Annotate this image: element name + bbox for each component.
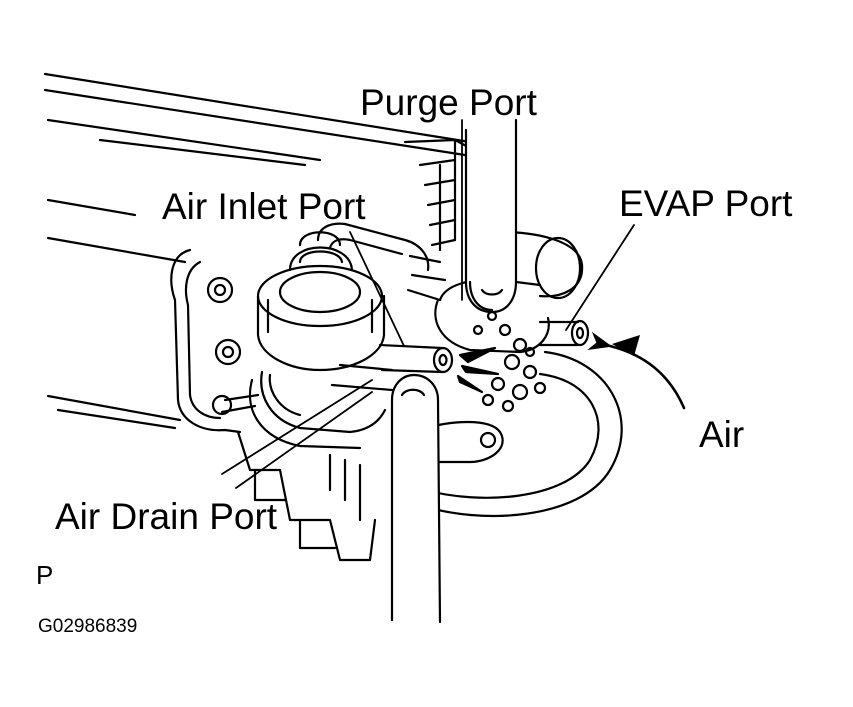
- label-air-inlet-port: Air Inlet Port: [162, 186, 366, 227]
- vsv-body-upper: [256, 231, 386, 372]
- figure-id: G02986839: [38, 616, 138, 637]
- upper-hose: [316, 222, 442, 272]
- mounting-bracket: [170, 248, 504, 562]
- view-letter: P: [36, 560, 54, 590]
- finger-top: [464, 118, 518, 314]
- air-arrow: [587, 331, 686, 410]
- air-inlet-nipple: [378, 343, 454, 374]
- label-evap-port: EVAP Port: [619, 183, 793, 224]
- leader-evap-port: [565, 224, 635, 331]
- label-purge-port: Purge Port: [360, 82, 537, 123]
- leader-air-inlet-port: [349, 231, 405, 347]
- air-spray: [456, 310, 547, 413]
- leader-air-drain-port: [221, 379, 373, 475]
- canister-housing: [43, 72, 472, 430]
- vsv-body-lower: [220, 370, 387, 450]
- label-air: Air: [699, 414, 745, 455]
- air-drain-nipple: [330, 363, 394, 392]
- label-air-drain-port: Air Drain Port: [55, 496, 278, 537]
- finger-bottom: [390, 373, 442, 624]
- leader-lines: [221, 119, 635, 489]
- leader-air-drain-port-2: [235, 391, 373, 489]
- evap-hose: [418, 350, 623, 518]
